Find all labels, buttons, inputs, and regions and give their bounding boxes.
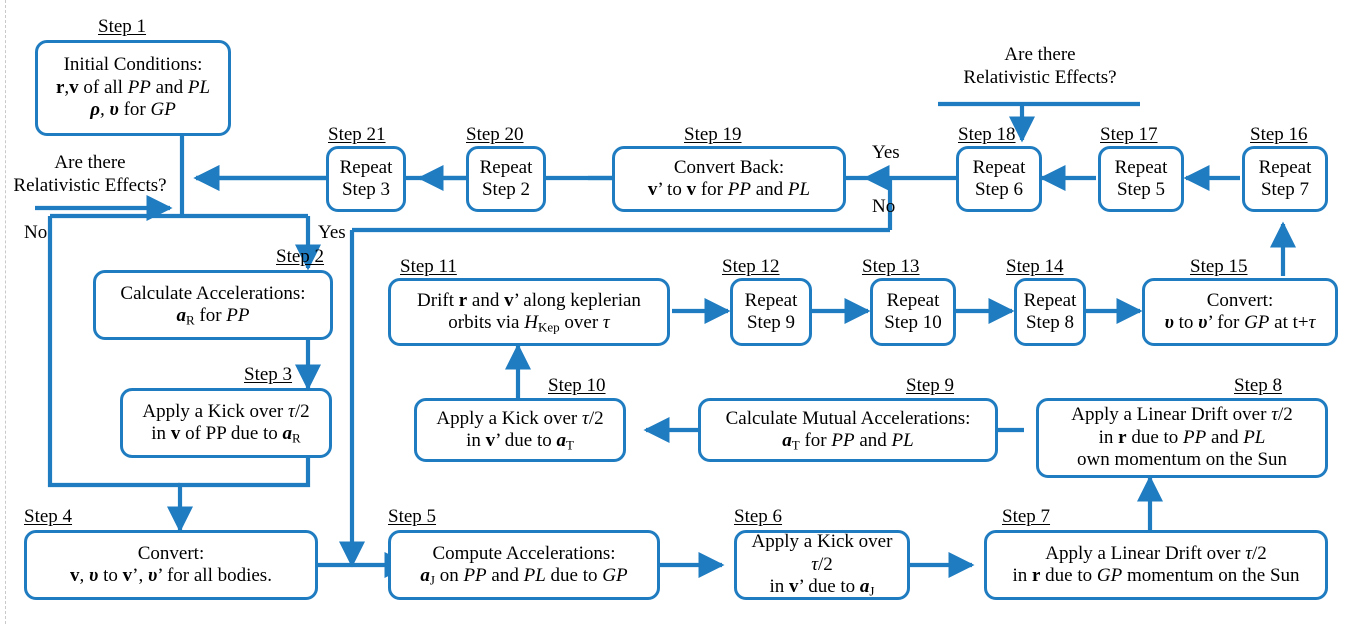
step-11-text: Drift r and v’ along keplerian orbits vi… (417, 289, 641, 335)
step-13-label: Step 13 (862, 256, 920, 277)
step-9-label: Step 9 (906, 375, 955, 396)
step-2-box[interactable]: Calculate Accelerations: aR for PP (93, 270, 333, 340)
page-edge-guide (5, 0, 6, 624)
step-4-label: Step 4 (24, 506, 73, 527)
branch-label-yes-left: Yes (318, 222, 346, 243)
step-5-label: Step 5 (388, 506, 437, 527)
step-10-text: Apply a Kick over τ/2 in v’ due to aT (436, 407, 604, 453)
branch-label-no-left: No (24, 222, 48, 243)
step-19-label: Step 19 (684, 124, 742, 145)
step-1-box[interactable]: Initial Conditions: r,v of all PP and PL… (35, 40, 231, 136)
step-6-label: Step 6 (734, 506, 783, 527)
branch-label-yes-right: Yes (872, 142, 900, 163)
step-8-label: Step 8 (1234, 375, 1283, 396)
step-1-label: Step 1 (98, 16, 147, 37)
wire-no-bypass (47, 216, 180, 488)
branch-label-no-right: No (872, 196, 896, 217)
step-19-text: Convert Back: v’ to v for PP and PL (647, 156, 811, 200)
step-6-box[interactable]: Apply a Kick over τ/2 in v’ due to aJ (734, 530, 910, 600)
step-17-label: Step 17 (1100, 124, 1158, 145)
step-9-box[interactable]: Calculate Mutual Accelerations: aT for P… (698, 398, 998, 462)
step-20-label: Step 20 (466, 124, 524, 145)
step-3-box[interactable]: Apply a Kick over τ/2 in v of PP due to … (120, 388, 332, 458)
step-3-label: Step 3 (244, 364, 293, 385)
step-8-text: Apply a Linear Drift over τ/2 in r due t… (1071, 404, 1293, 471)
step-9-text: Calculate Mutual Accelerations: aT for P… (725, 407, 971, 453)
step-14-label: Step 14 (1006, 256, 1064, 277)
step-6-text: Apply a Kick over τ/2 in v’ due to aJ (751, 531, 893, 599)
step-4-text: Convert: v, υ to v’, υ’ for all bodies. (70, 542, 272, 586)
step-21-label: Step 21 (328, 124, 386, 145)
step-18-label: Step 18 (958, 124, 1016, 145)
step-7-box[interactable]: Apply a Linear Drift over τ/2 in r due t… (984, 530, 1328, 600)
step-2-label: Step 2 (276, 246, 325, 267)
step-2-text: Calculate Accelerations: aR for PP (120, 282, 306, 328)
step-11-box[interactable]: Drift r and v’ along keplerian orbits vi… (388, 278, 670, 346)
step-15-text: Convert: υ to υ’ for GP at t+τ (1164, 289, 1316, 333)
step-10-label: Step 10 (548, 375, 606, 396)
step-1-text: Initial Conditions: r,v of all PP and PL… (55, 54, 211, 121)
step-3-text: Apply a Kick over τ/2 in v of PP due to … (142, 400, 310, 446)
step-15-box[interactable]: Convert: υ to υ’ for GP at t+τ (1142, 278, 1338, 346)
step-7-label: Step 7 (1002, 506, 1051, 527)
step-12-label: Step 12 (722, 256, 780, 277)
step-7-text: Apply a Linear Drift over τ/2 in r due t… (1012, 542, 1300, 586)
step-4-box[interactable]: Convert: v, υ to v’, υ’ for all bodies. (24, 530, 318, 600)
step-10-box[interactable]: Apply a Kick over τ/2 in v’ due to aT (414, 398, 626, 462)
step-16-label: Step 16 (1250, 124, 1308, 145)
step-5-box[interactable]: Compute Accelerations: aJ on PP and PL d… (388, 530, 660, 600)
step-11-label: Step 11 (400, 256, 457, 277)
step-19-box[interactable]: Convert Back: v’ to v for PP and PL (612, 146, 846, 212)
step-15-label: Step 15 (1190, 256, 1248, 277)
step-5-text: Compute Accelerations: aJ on PP and PL d… (420, 542, 628, 588)
step-8-box[interactable]: Apply a Linear Drift over τ/2 in r due t… (1036, 398, 1328, 478)
wire-step3-step4 (166, 458, 311, 533)
